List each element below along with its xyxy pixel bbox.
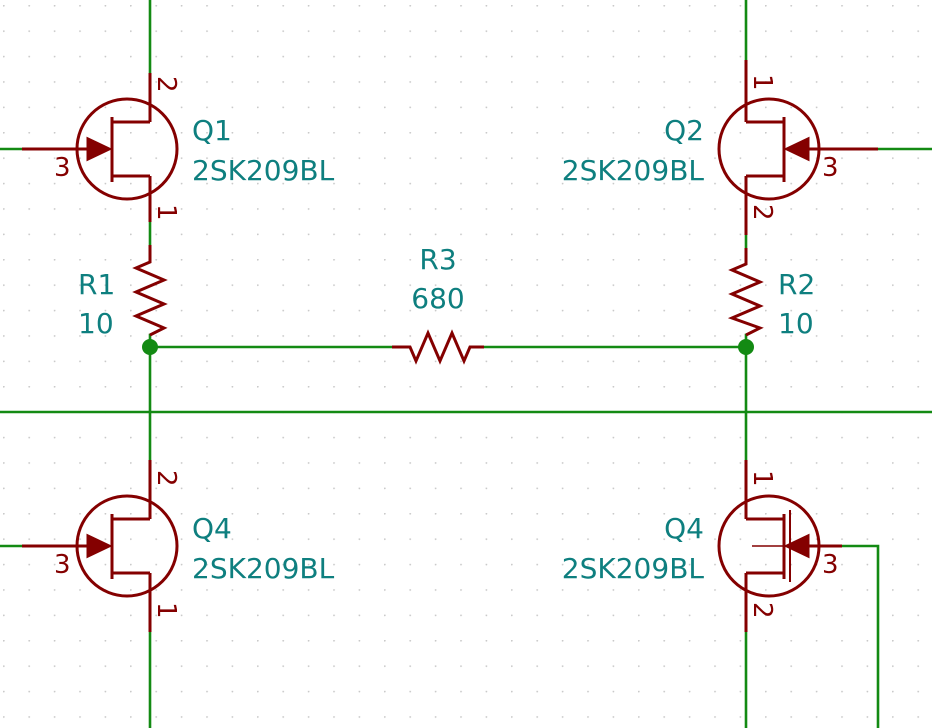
wire-q4-gate[interactable] <box>840 544 880 728</box>
r1-reference: R1 <box>78 268 115 301</box>
resistor-r2[interactable] <box>727 248 764 337</box>
q1-reference: Q1 <box>192 114 232 147</box>
resistor-r3[interactable] <box>392 329 484 365</box>
q4-reference: Q4 <box>664 512 704 545</box>
r2-reference: R2 <box>778 268 815 301</box>
q2-reference: Q2 <box>664 114 704 147</box>
q4-pin-gate-label: 3 <box>822 550 839 580</box>
junction-right[interactable] <box>738 339 754 355</box>
q4-pin-source-label: 1 <box>747 470 777 487</box>
q2-value: 2SK209BL <box>562 154 705 187</box>
q2-pin-gate-label: 3 <box>822 153 839 183</box>
jfet-q1[interactable] <box>22 73 179 222</box>
q1-value: 2SK209BL <box>192 154 335 187</box>
q3-pin-drain-label: 2 <box>151 470 181 487</box>
jfet-q4[interactable] <box>717 460 842 632</box>
q2-pin-drain-label: 2 <box>747 204 777 221</box>
resistor-r1[interactable] <box>132 245 168 337</box>
junction-left[interactable] <box>142 339 158 355</box>
q3-reference: Q4 <box>192 512 232 545</box>
q4-pin-drain-label: 2 <box>747 602 777 619</box>
jfet-q3[interactable] <box>22 460 179 632</box>
r3-reference: R3 <box>419 243 456 276</box>
q1-pin-source-label: 1 <box>151 204 181 221</box>
q3-value: 2SK209BL <box>192 552 335 585</box>
q4-value: 2SK209BL <box>562 552 705 585</box>
jfet-q2[interactable] <box>717 60 878 235</box>
q1-pin-gate-label: 3 <box>54 153 71 183</box>
q3-pin-gate-label: 3 <box>54 550 71 580</box>
q1-pin-drain-label: 2 <box>151 76 181 93</box>
r1-value: 10 <box>78 307 114 340</box>
q2-pin-source-label: 1 <box>747 74 777 91</box>
q3-pin-source-label: 1 <box>151 602 181 619</box>
r2-value: 10 <box>778 307 814 340</box>
r3-value: 680 <box>411 282 464 315</box>
